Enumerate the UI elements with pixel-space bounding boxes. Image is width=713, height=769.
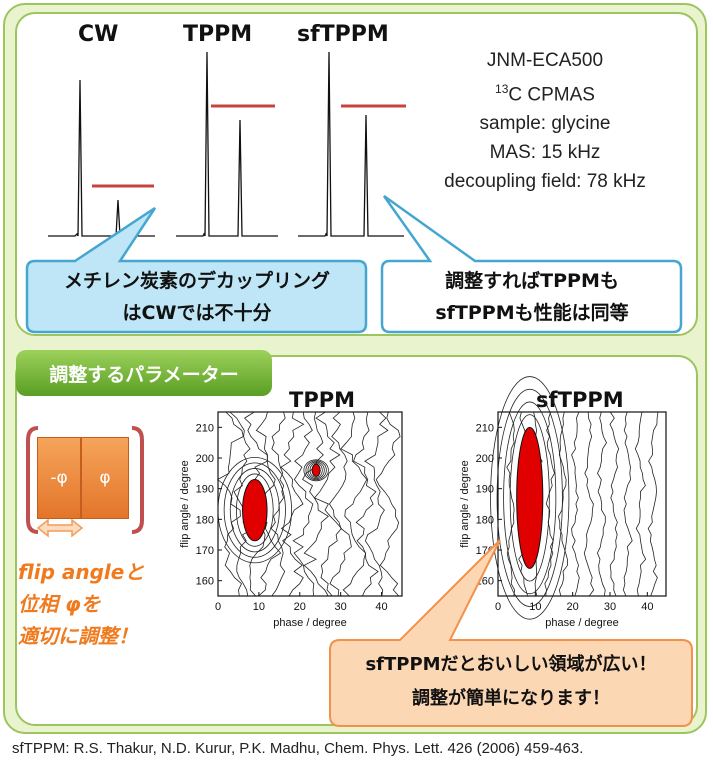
optimal-region-0 bbox=[242, 478, 268, 542]
x-tick-label-0: 0 bbox=[215, 601, 221, 613]
x-axis-label: phase / degree bbox=[545, 617, 618, 629]
spectrum-label-sftppm: sfTPPM bbox=[297, 22, 389, 47]
reference-citation: sfTPPM: R.S. Thakur, N.D. Kurur, P.K. Ma… bbox=[12, 740, 584, 757]
x-tick-label-2: 20 bbox=[567, 601, 579, 613]
y-tick-label-2: 180 bbox=[196, 514, 214, 526]
x-tick-label-0: 0 bbox=[495, 601, 501, 613]
contour-plot-tppm: 0 10 20 30 40 160 170 180 190 200 210 phase / degre… bbox=[179, 411, 403, 629]
y-tick-label-5: 210 bbox=[196, 422, 214, 434]
spectrum-label-cw: CW bbox=[78, 22, 119, 47]
y-tick-label-5: 210 bbox=[476, 422, 494, 434]
y-tick-label-0: 160 bbox=[196, 576, 214, 588]
contour-title-sftppm: sfTPPM bbox=[536, 388, 624, 412]
x-tick-label-3: 30 bbox=[604, 601, 616, 613]
decoupling-text: decoupling field: 78 kHz bbox=[444, 171, 646, 193]
x-tick-label-4: 40 bbox=[641, 601, 653, 613]
flip-angle-arrow-icon bbox=[36, 518, 84, 538]
tppm-note-text: 調整すればTPPMも sfTPPMも性能は同等 bbox=[435, 270, 629, 324]
spectrum-label-tppm: TPPM bbox=[183, 22, 253, 47]
x-tick-label-3: 30 bbox=[335, 601, 347, 613]
y-tick-label-4: 200 bbox=[196, 453, 214, 465]
sample-text: sample: glycine bbox=[479, 113, 611, 135]
x-tick-label-1: 10 bbox=[253, 601, 265, 613]
y-tick-label-3: 190 bbox=[476, 484, 494, 496]
pulse-minus-phi: -φ bbox=[37, 437, 81, 519]
spectrum-sftppm bbox=[298, 51, 404, 237]
adjust-instruction: flip angleと 位相 φを 適切に調整！ bbox=[18, 560, 145, 648]
pulse-plus-phi: φ bbox=[81, 437, 129, 519]
pulse-diagram bbox=[26, 426, 144, 538]
y-axis-label: flip angle / degree bbox=[459, 460, 471, 547]
cw-note-text: メチレン炭素のデカップリング はCWでは不十分 bbox=[63, 270, 330, 324]
tppm-note-bubble bbox=[380, 194, 683, 334]
y-tick-label-3: 190 bbox=[196, 484, 214, 496]
sftppm-note-bubble bbox=[329, 539, 693, 727]
spectrum-tppm bbox=[176, 51, 278, 237]
contour-lines bbox=[506, 411, 659, 597]
mas-text: MAS: 15 kHz bbox=[489, 142, 601, 164]
x-tick-label-2: 20 bbox=[294, 601, 306, 613]
y-tick-label-2: 180 bbox=[476, 514, 494, 526]
sftppm-note-text: sfTPPMだとおいしい領域が広い！ 調整が簡単になります！ bbox=[365, 654, 657, 709]
y-tick-label-4: 200 bbox=[476, 453, 494, 465]
x-axis-label: phase / degree bbox=[273, 617, 346, 629]
nmr-spectra bbox=[25, 51, 683, 334]
cw-note-bubble bbox=[25, 206, 368, 334]
optimal-region-0 bbox=[516, 426, 544, 569]
optimal-region-1 bbox=[311, 463, 321, 477]
experiment-conditions: JNM-ECA500 13C CPMAS sample: glycine MAS… bbox=[400, 46, 690, 196]
x-tick-label-4: 40 bbox=[375, 601, 387, 613]
parameter-heading: 調整するパラメーター bbox=[16, 350, 272, 396]
spectrum-cw bbox=[48, 79, 155, 237]
y-axis-label: flip angle / degree bbox=[179, 460, 191, 547]
instrument-text: JNM-ECA500 bbox=[486, 50, 604, 71]
x-tick-label-1: 10 bbox=[529, 601, 541, 613]
nucleus-text: 13C CPMAS bbox=[495, 82, 595, 106]
contour-title-tppm: TPPM bbox=[289, 388, 356, 412]
y-tick-label-1: 170 bbox=[196, 545, 214, 557]
